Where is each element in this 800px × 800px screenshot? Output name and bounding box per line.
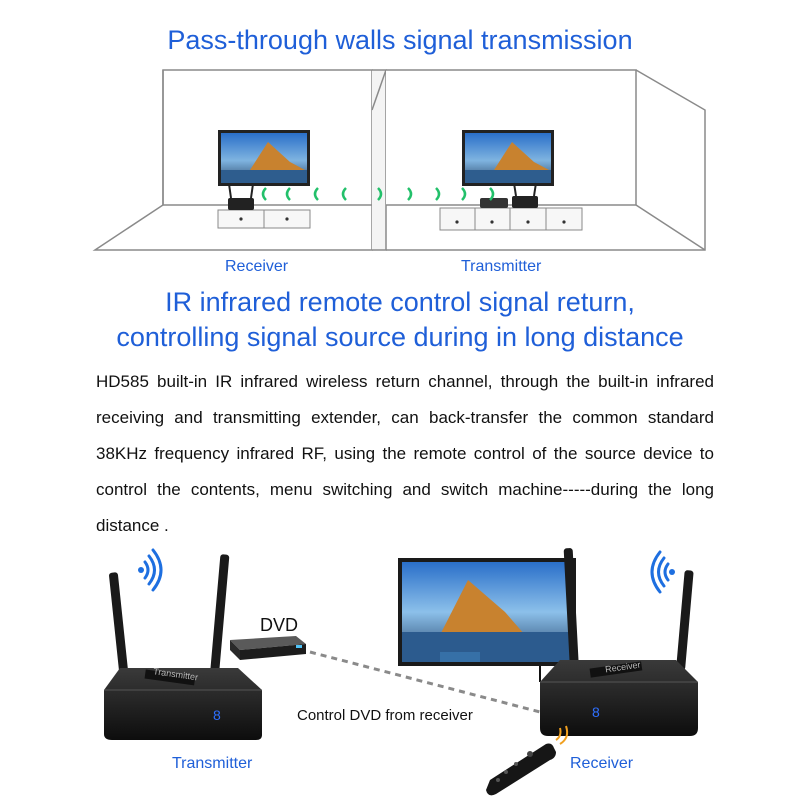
top-receiver-label: Receiver <box>225 258 289 275</box>
ir-signal-beam-icon <box>309 650 541 714</box>
dvd-player-icon <box>230 636 306 660</box>
wifi-icon <box>138 548 163 592</box>
transmitter-tv-icon <box>462 130 554 186</box>
ir-emission-icon <box>555 725 569 745</box>
ir-description: HD585 built-in IR infrared wireless retu… <box>96 372 714 535</box>
receiver-device-icon: 8 <box>540 548 698 736</box>
room-illustration <box>92 69 706 251</box>
receiver-tv-icon <box>398 558 576 682</box>
receiver-digit: 8 <box>592 704 600 720</box>
bottom-illustration: 8 8 <box>104 548 698 796</box>
wifi-icon <box>650 550 675 594</box>
receiver-cabinet-icon <box>217 183 311 229</box>
receiver-tv-icon <box>218 130 310 186</box>
ir-heading-line2: controlling signal source during in long… <box>116 322 684 352</box>
transmitter-digit: 8 <box>213 707 221 723</box>
bottom-receiver-label: Receiver <box>570 755 634 772</box>
wireless-signal-arcs-icon <box>261 187 495 201</box>
remote-control-icon <box>486 743 556 796</box>
transmitter-cabinet-icon <box>439 182 583 231</box>
top-transmitter-label: Transmitter <box>461 258 542 275</box>
dvd-label: DVD <box>260 615 299 635</box>
transmitter-device-icon: 8 <box>104 554 262 740</box>
bottom-transmitter-label: Transmitter <box>172 755 253 772</box>
ir-heading-line1: IR infrared remote control signal return… <box>165 287 635 317</box>
control-dvd-caption: Control DVD from receiver <box>297 707 473 724</box>
wall-section-title: Pass-through walls signal transmission <box>167 25 633 55</box>
